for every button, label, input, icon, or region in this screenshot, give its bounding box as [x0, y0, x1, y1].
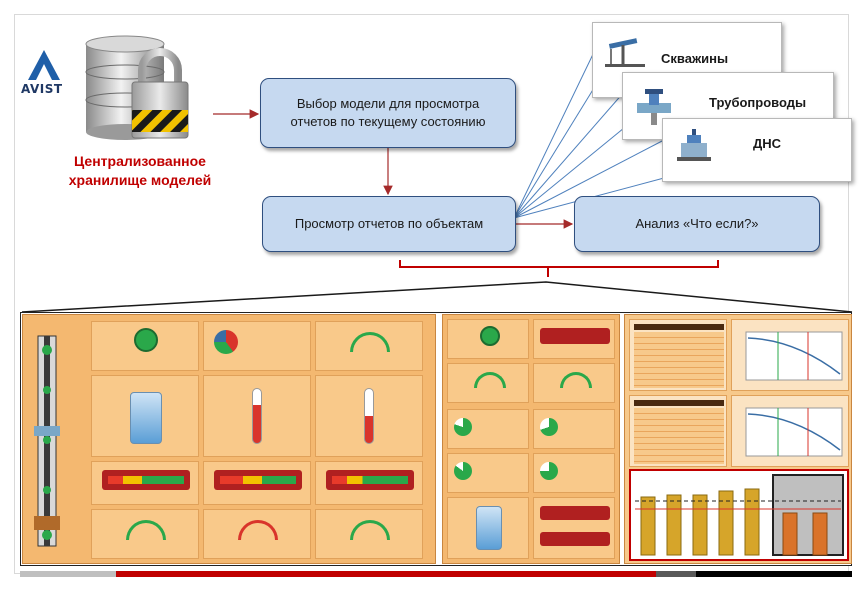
well-schematic: [34, 335, 60, 547]
pipe-tile-bar-2: [533, 497, 615, 559]
pipe-tile-bar: [533, 319, 615, 359]
well-tile-tank: [91, 375, 199, 457]
select-model-box[interactable]: Выбор модели для просмотра отчетов по те…: [260, 78, 516, 148]
well-tile-thermometer-2: [315, 375, 423, 457]
dns-card[interactable]: ДНС: [662, 118, 852, 182]
dns-tile-line-chart: [731, 319, 849, 391]
storage-label-line1: Централизованное: [74, 153, 206, 169]
pipeline-dashboard: [442, 314, 620, 564]
pipe-tile-meter: [447, 363, 529, 403]
pipelines-label: Трубопроводы: [709, 95, 807, 110]
view-reports-box[interactable]: Просмотр отчетов по объектам: [262, 196, 516, 252]
select-model-line2: отчетов по текущему состоянию: [290, 114, 486, 129]
pipeline-valve-icon: [637, 89, 671, 125]
avist-logo: [28, 50, 60, 80]
wells-label: Скважины: [661, 51, 729, 66]
well-dashboard: [22, 314, 436, 564]
footer-stripe-black: [696, 571, 852, 577]
pipe-tile-pie: [447, 409, 529, 449]
select-model-line1: Выбор модели для просмотра: [296, 96, 480, 111]
dns-tile-table: [629, 319, 727, 391]
pipe-tile-pie-3: [447, 453, 529, 493]
dns-tile-column-chart: [629, 469, 849, 561]
well-tile-thermometer: [203, 375, 311, 457]
dns-tile-table-2: [629, 395, 727, 467]
what-if-analysis-box[interactable]: Анализ «Что если?»: [574, 196, 820, 252]
well-tile-bar-2: [203, 461, 311, 505]
storage-label-line2: хранилище моделей: [68, 172, 212, 188]
well-tile-meter-3: [203, 509, 311, 559]
well-tile-bar: [91, 461, 199, 505]
pipe-tile-pie-2: [533, 409, 615, 449]
pumping-station-icon: [677, 129, 711, 161]
well-tile-pie: [203, 321, 311, 371]
database-lock-icon: [85, 35, 189, 140]
storage-label: Централизованное хранилище моделей: [40, 152, 240, 190]
oil-pump-icon: [605, 38, 645, 67]
dns-label: ДНС: [753, 136, 782, 151]
pipe-tile-meter-2: [533, 363, 615, 403]
well-tile-meter-2: [91, 509, 199, 559]
well-tile-bar-3: [315, 461, 423, 505]
footer-stripe-gray: [20, 571, 116, 577]
pipe-tile-pie-4: [533, 453, 615, 493]
footer-stripe-dark: [656, 571, 696, 577]
pipe-tile-gauge: [447, 319, 529, 359]
dns-tile-line-chart-2: [731, 395, 849, 467]
well-tile-meter-4: [315, 509, 423, 559]
footer-stripe-red: [116, 571, 656, 577]
logo-text: AVIST: [21, 82, 63, 96]
dns-dashboard: [624, 314, 852, 564]
well-tile-gauge: [91, 321, 199, 371]
pipe-tile-tank: [447, 497, 529, 559]
well-tile-meter: [315, 321, 423, 371]
